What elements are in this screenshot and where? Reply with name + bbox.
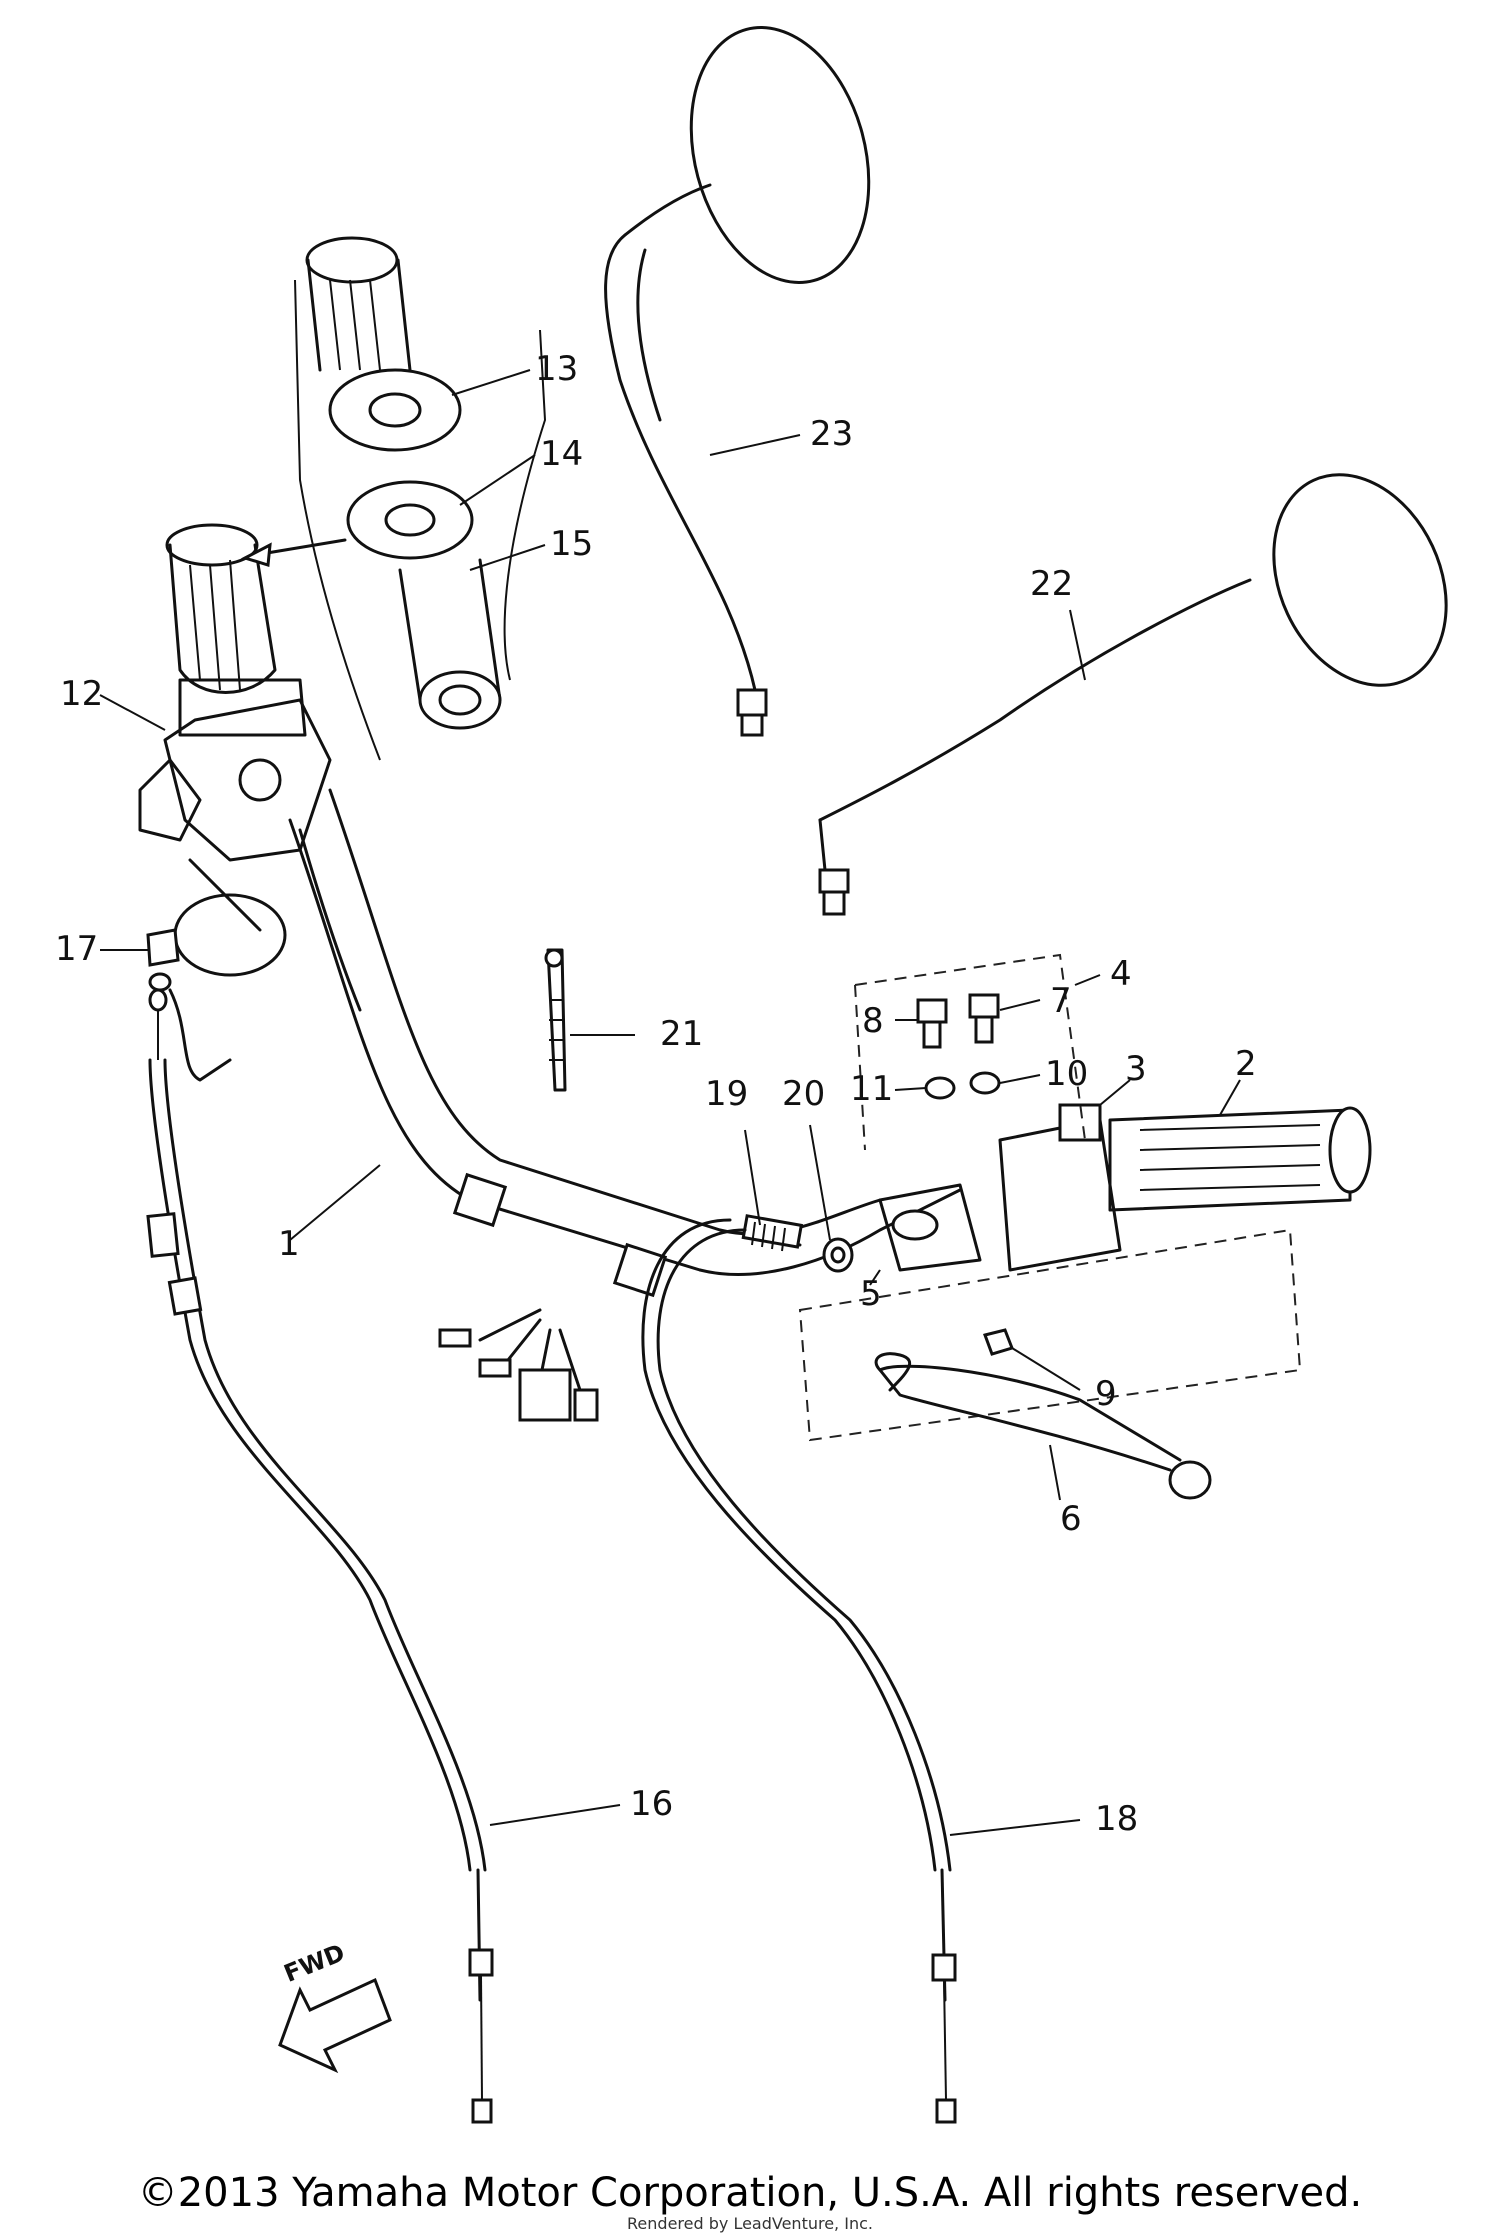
mirror-right (818, 473, 1448, 916)
callout-12: 12 (60, 674, 103, 714)
callout-4: 4 (1110, 954, 1132, 994)
throttle-housing (138, 698, 332, 1082)
callout-7: 7 (1050, 981, 1072, 1021)
mirror-left (604, 26, 871, 737)
callout-22: 22 (1030, 564, 1073, 604)
callout-23: 23 (810, 414, 853, 454)
callout-18: 18 (1095, 1799, 1138, 1839)
callout-5: 5 (860, 1274, 882, 1314)
callout-15: 15 (550, 524, 593, 564)
grip-exploded (241, 236, 547, 761)
callout-17: 17 (55, 929, 98, 969)
callout-9: 9 (1095, 1374, 1117, 1414)
callout-14: 14 (540, 434, 583, 474)
left-grip (165, 523, 307, 737)
callout-10: 10 (1045, 1054, 1088, 1094)
lever-group-box (798, 953, 1302, 1500)
cable-left (146, 988, 494, 2124)
handlebar (288, 788, 962, 1298)
leader-lines (99, 369, 1241, 1836)
right-grip-assembly (878, 1103, 1372, 1272)
cable-adjusters (741, 1214, 854, 1273)
copyright-notice: ©2013 Yamaha Motor Corporation, U.S.A. A… (137, 2170, 1363, 2216)
callout-19: 19 (705, 1074, 748, 1114)
callout-6: 6 (1060, 1499, 1082, 1539)
callouts: 13 14 15 23 22 12 17 21 4 7 8 10 11 3 2 … (55, 349, 1257, 1839)
cable-tie (544, 948, 567, 1092)
callout-1: 1 (278, 1224, 300, 1264)
fwd-arrow (278, 1977, 392, 2074)
callout-21: 21 (660, 1014, 703, 1054)
callout-20: 20 (782, 1074, 825, 1114)
callout-11: 11 (850, 1069, 893, 1109)
callout-3: 3 (1125, 1049, 1147, 1089)
callout-8: 8 (862, 1001, 884, 1041)
wiring-connectors (438, 1308, 599, 1422)
cable-right (641, 1218, 957, 2124)
renderer-credit: Rendered by LeadVenture, Inc. (627, 2214, 873, 2233)
callout-2: 2 (1235, 1044, 1257, 1084)
part-17-fitting (146, 928, 180, 992)
callout-13: 13 (535, 349, 578, 389)
callout-16: 16 (630, 1784, 673, 1824)
